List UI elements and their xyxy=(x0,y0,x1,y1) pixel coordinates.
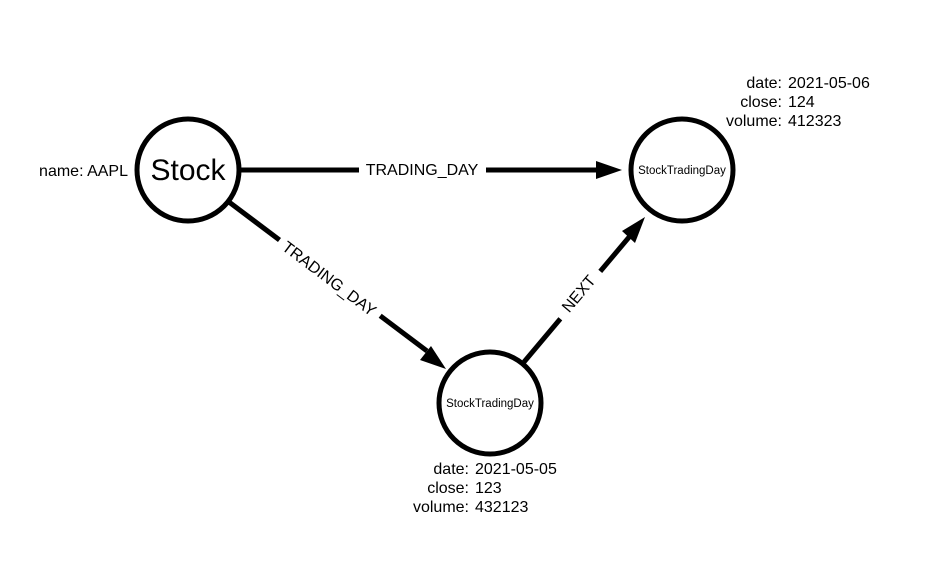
edge-label-mask xyxy=(271,231,387,327)
node-stocktradingday-0506-circle xyxy=(628,116,736,224)
property-value: 412323 xyxy=(788,113,841,130)
node-stocktradingday-0506-properties: date: 2021-05-06 close: 124 volume: 4123… xyxy=(726,75,870,130)
node-stocktradingday-0505: StockTradingDay date: 2021-05-05 close: … xyxy=(413,349,557,516)
property-key: close: xyxy=(740,94,782,111)
property-key: volume: xyxy=(726,113,782,130)
node-stock-label: Stock xyxy=(150,154,226,187)
edge-label-mask xyxy=(359,158,486,182)
node-stocktradingday-0505-circle xyxy=(436,349,544,457)
property-value: 2021-05-06 xyxy=(788,75,870,92)
edge-next: NEXT xyxy=(522,217,645,364)
property-key: date: xyxy=(433,461,469,478)
arrowhead-icon xyxy=(596,161,622,179)
property-key: close: xyxy=(427,480,469,497)
edge-label-mask xyxy=(549,261,609,327)
property-key: date: xyxy=(746,75,782,92)
node-stocktradingday-0505-properties: date: 2021-05-05 close: 123 volume: 4321… xyxy=(413,461,557,516)
node-stock-annotation: name: AAPL xyxy=(39,163,128,180)
node-stock-circle xyxy=(134,116,242,224)
edge-trading-day-diagonal: TRADING_DAY xyxy=(227,200,446,369)
node-stock: Stock name: AAPL xyxy=(39,116,242,224)
edge-trading-day-horizontal: TRADING_DAY xyxy=(241,158,622,182)
node-stocktradingday-0506: StockTradingDay date: 2021-05-06 close: … xyxy=(628,75,870,224)
arrowhead-icon xyxy=(622,217,645,243)
property-value: 123 xyxy=(475,480,502,497)
property-value: 432123 xyxy=(475,499,528,516)
property-value: 124 xyxy=(788,94,815,111)
node-stocktradingday-0505-label: StockTradingDay xyxy=(446,398,534,410)
edge-label-trading-day-horizontal: TRADING_DAY xyxy=(366,162,479,179)
property-value: 2021-05-05 xyxy=(475,461,557,478)
arrowhead-icon xyxy=(420,346,446,369)
edge-label-trading-day-diagonal: TRADING_DAY xyxy=(279,239,379,321)
node-stocktradingday-0506-label: StockTradingDay xyxy=(638,165,726,177)
property-key: volume: xyxy=(413,499,469,516)
